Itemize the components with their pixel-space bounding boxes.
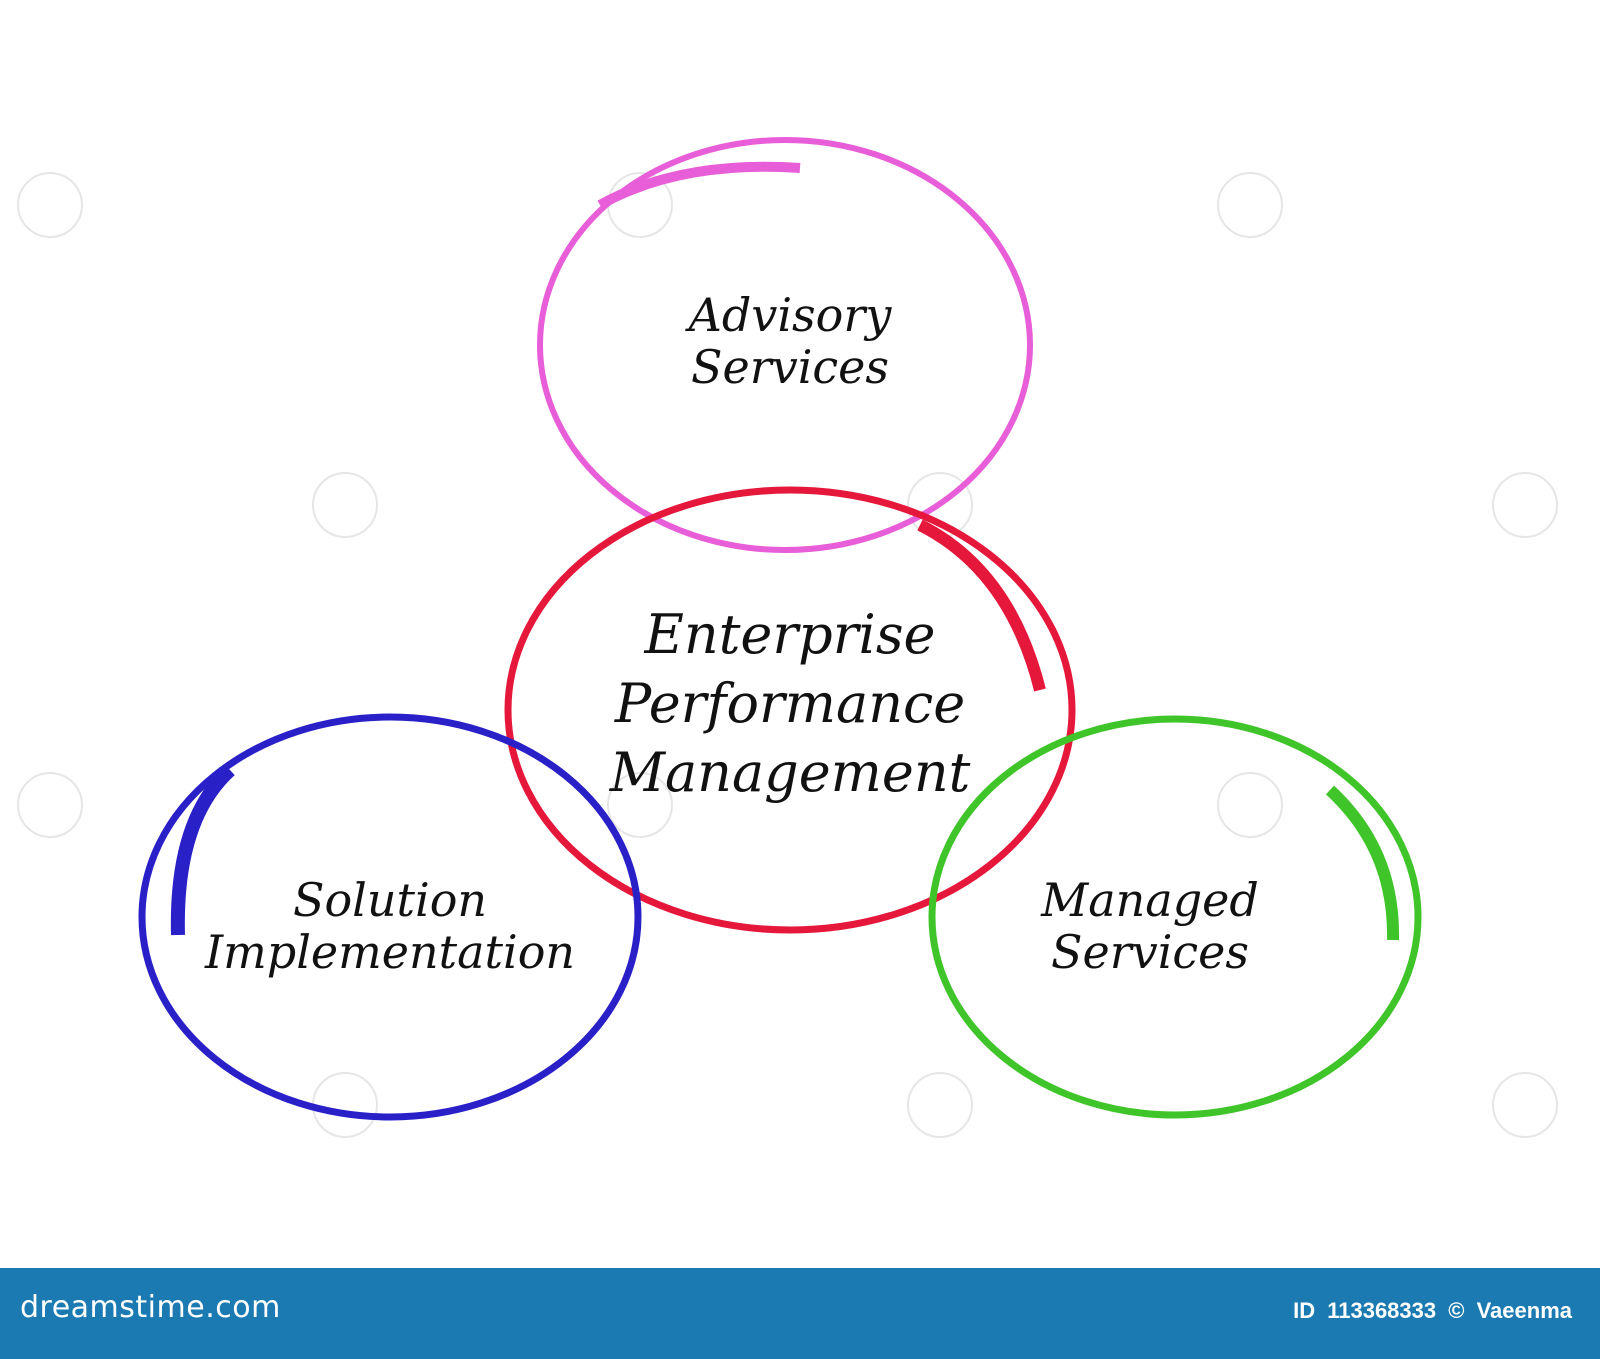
managed-label-line2: Services	[1050, 924, 1249, 979]
watermark-spiral-icon	[907, 1072, 973, 1138]
id-label: ID	[1293, 1298, 1316, 1323]
diagram-canvas: Advisory Services Enterprise Performance…	[17, 137, 1558, 1138]
solution-label-line2: Implementation	[204, 924, 576, 979]
author-name: Vaeenma	[1476, 1298, 1572, 1323]
watermark-layer	[17, 172, 1558, 1138]
center-label-line3: Management	[609, 741, 971, 805]
watermark-spiral-icon	[17, 172, 83, 238]
watermark-spiral-icon	[607, 772, 673, 838]
advisory-label-line2: Services	[690, 339, 889, 394]
venn-diagram	[17, 137, 1558, 1138]
watermark-spiral-icon	[1492, 472, 1558, 538]
solution-circle	[138, 713, 642, 1121]
center-label-line2: Performance	[614, 672, 966, 736]
center-circle	[504, 486, 1076, 934]
footer-bar: dreamstime.com ID 113368333 © Vaeenma	[0, 1268, 1600, 1359]
managed-label-line1: Managed	[1041, 873, 1259, 927]
watermark-spiral-icon	[1217, 772, 1283, 838]
id-value: 113368333	[1327, 1298, 1437, 1323]
watermark-spiral-icon	[312, 1072, 378, 1138]
managed-services-label: Managed Services	[970, 873, 1330, 979]
watermark-spiral-icon	[1492, 1072, 1558, 1138]
advisory-label-line1: Advisory	[688, 288, 892, 342]
watermark-spiral-icon	[312, 472, 378, 538]
copyright-icon: ©	[1448, 1298, 1465, 1323]
center-label-line1: Enterprise	[644, 603, 936, 666]
center-label: Enterprise Performance Management	[560, 600, 1020, 807]
watermark-spiral-icon	[1217, 172, 1283, 238]
watermark-spiral-icon	[17, 772, 83, 838]
image-credit: ID 113368333 © Vaeenma	[1287, 1298, 1572, 1324]
solution-implementation-label: Solution Implementation	[155, 873, 625, 979]
advisory-circle	[537, 137, 1033, 553]
solution-label-line1: Solution	[292, 873, 488, 927]
site-logo-text: dreamstime.com	[20, 1290, 281, 1325]
advisory-services-label: Advisory Services	[610, 288, 970, 394]
managed-circle	[928, 715, 1422, 1119]
